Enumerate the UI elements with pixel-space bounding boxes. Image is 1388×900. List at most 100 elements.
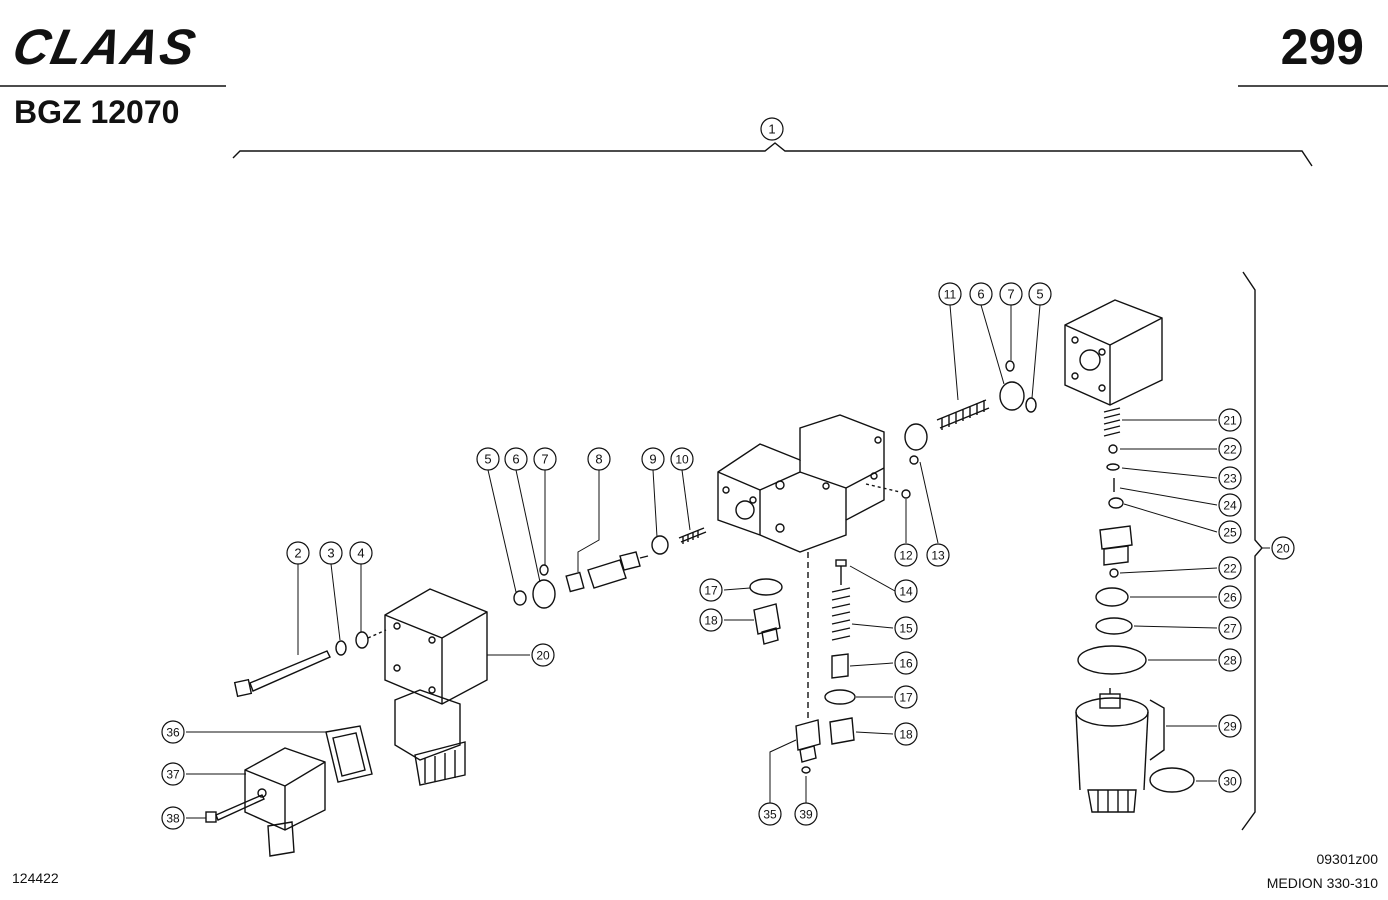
reference-code: 09301z00: [1316, 851, 1378, 867]
callout-7: 7: [533, 447, 557, 471]
callout-circle: [641, 447, 665, 471]
callout-label: 35: [763, 808, 777, 822]
screw-part: [205, 794, 265, 823]
callout-circle: [1218, 437, 1242, 461]
callout-16: 16: [894, 651, 918, 675]
ball-part: [901, 489, 911, 499]
callout-17: 17: [894, 685, 918, 709]
solenoid-housing-right: [1064, 299, 1163, 406]
o-ring-25: [1108, 497, 1124, 509]
callout-circle: [504, 447, 528, 471]
callout-circle: [999, 282, 1023, 306]
plug-cylinder: [904, 423, 928, 451]
callout-12: 12: [894, 543, 918, 567]
callout-circle: [1218, 556, 1242, 580]
callout-circle: [699, 608, 723, 632]
callout-circle: [1218, 714, 1242, 738]
washer-part: [335, 640, 347, 656]
fitting-35: [795, 719, 821, 763]
spring-21: [1103, 407, 1121, 437]
valve-block: [717, 414, 885, 553]
o-ring-28: [1077, 645, 1147, 675]
callout-38: 38: [161, 806, 185, 830]
callout-17: 17: [699, 578, 723, 602]
callout-label: 20: [1276, 542, 1290, 556]
callout-label: 7: [1007, 287, 1014, 302]
callout-circle: [926, 543, 950, 567]
callout-circle: [894, 579, 918, 603]
callout-label: 38: [166, 812, 180, 826]
callout-6: 6: [969, 282, 993, 306]
callout-label: 25: [1223, 526, 1237, 540]
callout-circle: [760, 117, 784, 141]
callout-circle: [1218, 769, 1242, 793]
callout-circle: [161, 762, 185, 786]
callout-circle: [894, 616, 918, 640]
callout-circle: [894, 543, 918, 567]
callout-39: 39: [794, 802, 818, 826]
callout-circle: [969, 282, 993, 306]
callout-8: 8: [587, 447, 611, 471]
callout-23: 23: [1218, 466, 1242, 490]
seal-17-lower: [824, 689, 856, 705]
callout-label: 5: [484, 452, 491, 467]
callout-5: 5: [1028, 282, 1052, 306]
callout-circle: [1218, 616, 1242, 640]
nut-26: [1095, 587, 1129, 607]
callout-7: 7: [999, 282, 1023, 306]
callout-label: 3: [327, 546, 334, 561]
callout-label: 1: [768, 122, 775, 137]
callout-circle: [1028, 282, 1052, 306]
callout-label: 22: [1223, 562, 1237, 576]
valve-spool-part: [565, 551, 649, 593]
o-ring-30: [1149, 767, 1195, 793]
callout-label: 12: [899, 549, 913, 563]
callout-label: 21: [1223, 414, 1237, 428]
callout-2: 2: [286, 541, 310, 565]
callout-label: 6: [512, 452, 519, 467]
callout-label: 16: [899, 657, 913, 671]
callout-circle: [587, 447, 611, 471]
o-ring-tiny-right: [1005, 360, 1015, 372]
callout-label: 17: [899, 691, 913, 705]
callout-circle: [699, 578, 723, 602]
callout-36: 36: [161, 720, 185, 744]
seal-17-upper: [749, 578, 783, 596]
valve-seat: [1099, 525, 1133, 566]
callout-25: 25: [1218, 520, 1242, 544]
callout-label: 15: [899, 622, 913, 636]
plug-connector: [244, 747, 326, 857]
callout-13: 13: [926, 543, 950, 567]
o-ring-part: [355, 631, 369, 649]
callout-circle: [1218, 493, 1242, 517]
callout-label: 18: [899, 728, 913, 742]
disc-23: [1106, 463, 1120, 471]
callout-label: 24: [1223, 499, 1237, 513]
callout-37: 37: [161, 762, 185, 786]
seal-ring-left: [532, 579, 556, 609]
callout-circle: [476, 447, 500, 471]
screw-plug-upper: [753, 603, 781, 645]
callout-circle: [758, 802, 782, 826]
callout-label: 23: [1223, 472, 1237, 486]
callout-circle: [1218, 585, 1242, 609]
callout-circle: [161, 720, 185, 744]
sleeve-16: [831, 653, 849, 679]
piston-pin: [835, 559, 847, 585]
callout-label: 5: [1036, 287, 1043, 302]
o-ring-small-right: [1025, 397, 1037, 413]
bolt-part: [233, 650, 331, 698]
callout-label: 20: [536, 649, 550, 663]
leader-lines: [186, 304, 1270, 819]
o-ring-small-left: [513, 590, 527, 606]
callout-30: 30: [1218, 769, 1242, 793]
callout-18: 18: [894, 722, 918, 746]
assembly-bracket-right: [1241, 271, 1263, 831]
callout-label: 17: [704, 584, 718, 598]
callout-24: 24: [1218, 493, 1242, 517]
callout-circle: [894, 722, 918, 746]
callout-circle: [894, 651, 918, 675]
